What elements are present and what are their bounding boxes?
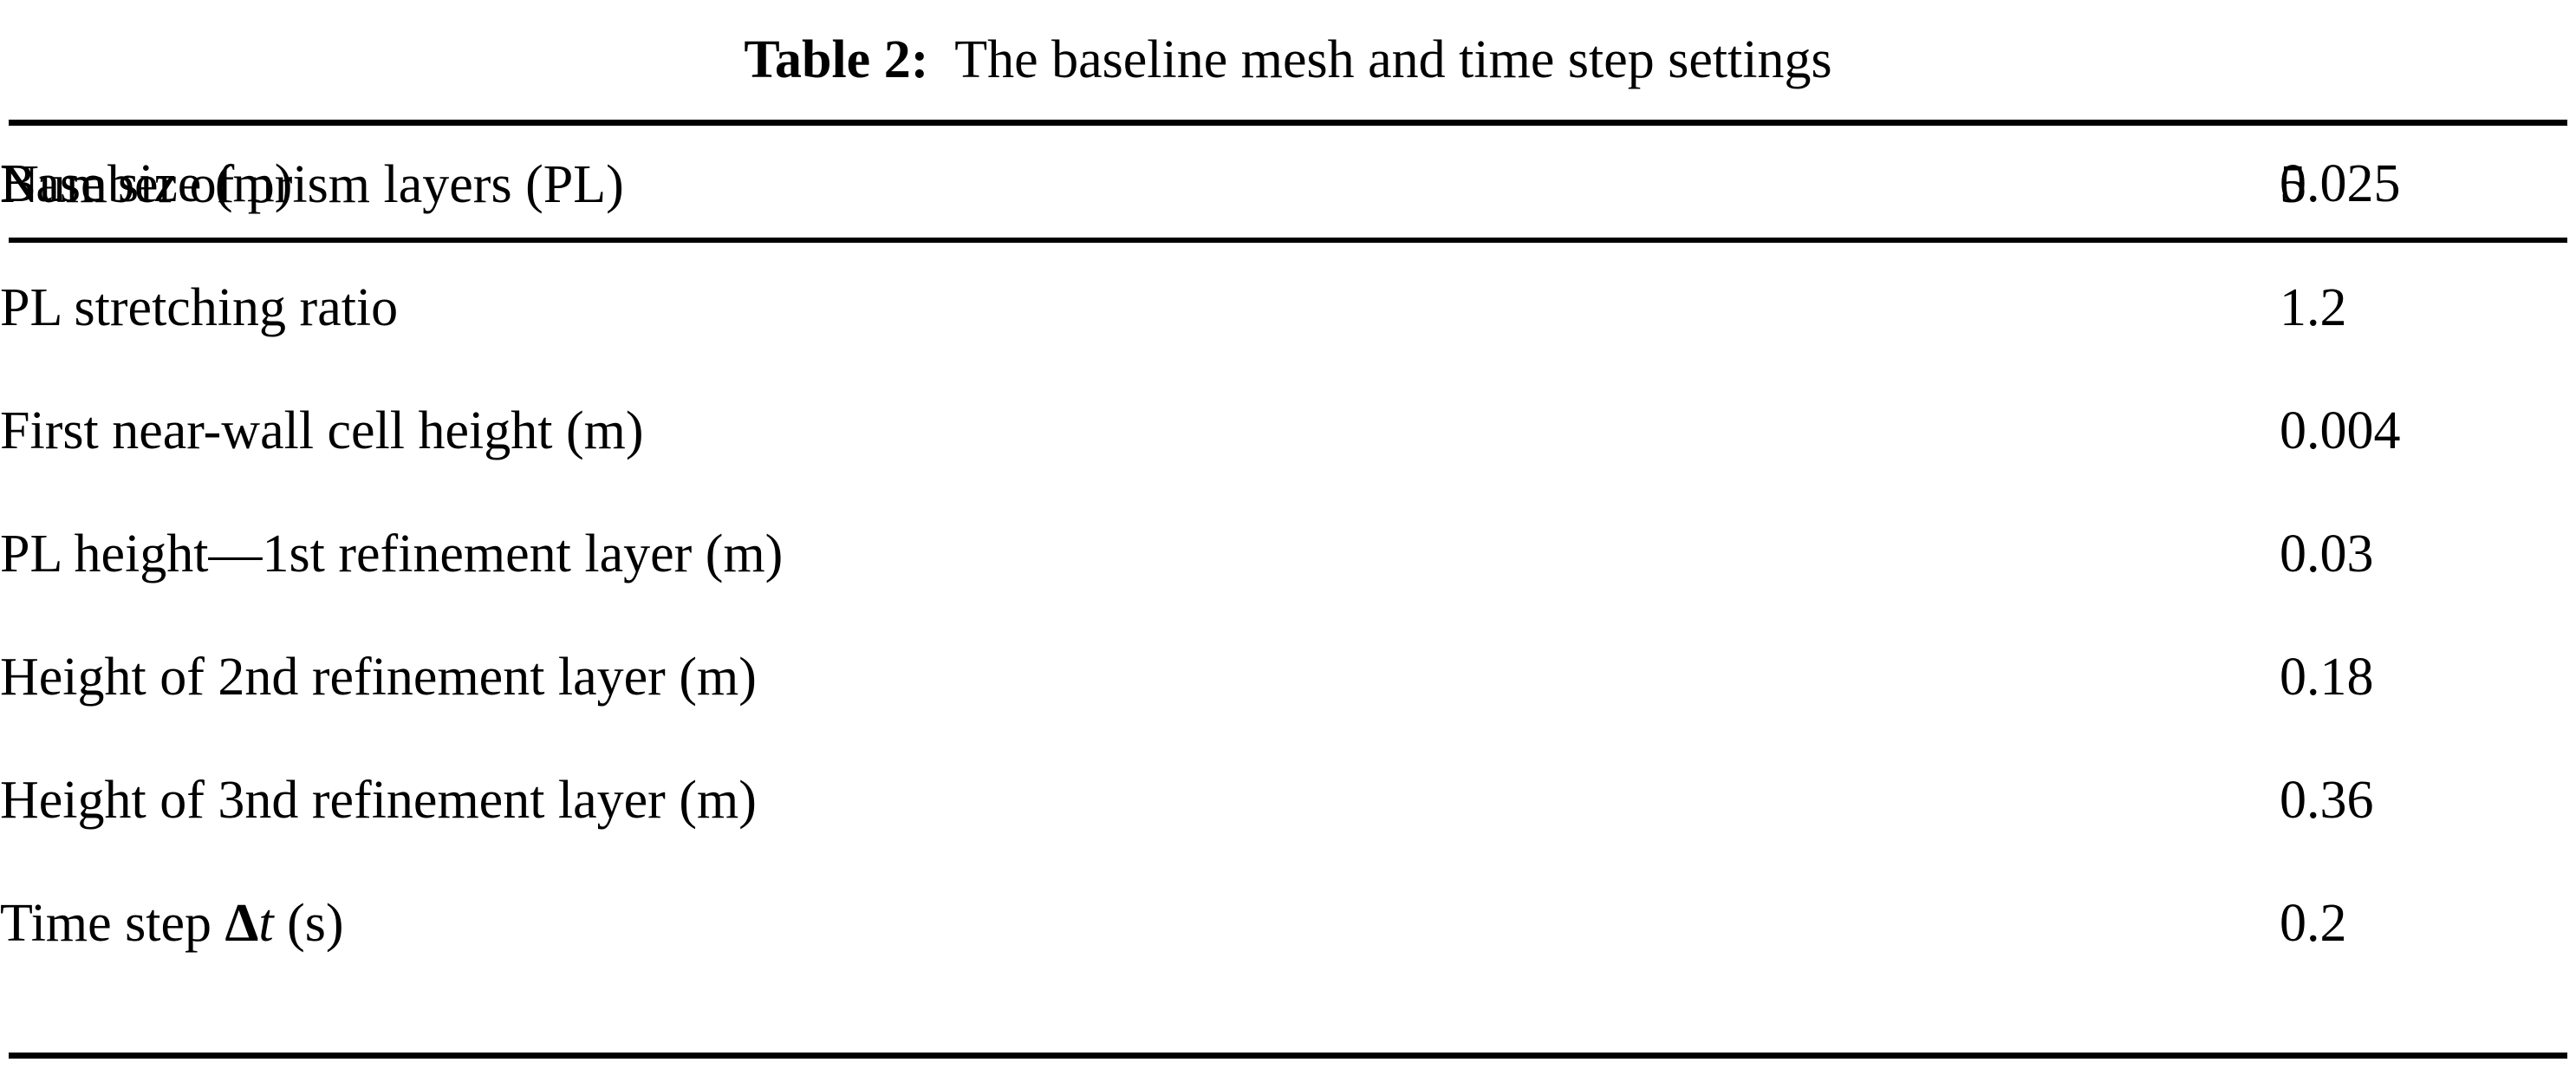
row-label: PL height—1st refinement layer (m) [0, 525, 784, 583]
table-row: Height of 3nd refinement layer (m) 0.36 [0, 739, 2576, 862]
delta-symbol: Δ [224, 894, 259, 953]
table-row: First near-wall cell height (m) 0.004 [0, 369, 2576, 492]
table-head: Base size (m) 0.025 [0, 122, 2576, 245]
row-label: Base size (m) [0, 154, 293, 213]
table-row: PL height—1st refinement layer (m) 0.03 [0, 492, 2576, 616]
row-value: 0.36 [2280, 771, 2374, 830]
table-row: Time step Δt (s) 0.2 [0, 862, 2576, 985]
row-label: Height of 3nd refinement layer (m) [0, 771, 757, 830]
row-label-suffix: (s) [273, 894, 344, 953]
table-row: Height of 2nd refinement layer (m) 0.18 [0, 616, 2576, 739]
row-value: 0.03 [2280, 525, 2374, 583]
table-body: Number of prism layers (PL) 5 PL stretch… [0, 123, 2576, 985]
table-top-rule [9, 120, 2567, 126]
table-row: PL stretching ratio 1.2 [0, 246, 2576, 369]
row-value: 1.2 [2280, 278, 2347, 337]
table-caption-text: The baseline mesh and time step settings [928, 30, 1832, 89]
table-header-rule [9, 238, 2567, 243]
table-row: Number of prism layers (PL) 5 [0, 123, 2576, 246]
row-label-prefix: Time step [0, 894, 225, 953]
row-label: Number of prism layers (PL) [0, 155, 624, 214]
row-value: 0.2 [2280, 894, 2347, 953]
row-label: First near-wall cell height (m) [0, 401, 644, 460]
row-label-time-step: Time step Δt (s) [0, 862, 2280, 985]
table-bottom-rule [9, 1053, 2567, 1059]
row-label: PL stretching ratio [0, 278, 399, 337]
time-variable-symbol: t [258, 894, 274, 953]
table-row: Base size (m) 0.025 [0, 122, 2576, 245]
row-value: 0.18 [2280, 648, 2374, 707]
row-value: 0.025 [2280, 154, 2401, 213]
table-caption-label: Table 2: [744, 30, 929, 89]
table-caption: Table 2: The baseline mesh and time step… [0, 0, 2576, 120]
row-value: 0.004 [2280, 401, 2401, 460]
row-value: 5 [2280, 155, 2306, 214]
row-label: Height of 2nd refinement layer (m) [0, 648, 757, 707]
